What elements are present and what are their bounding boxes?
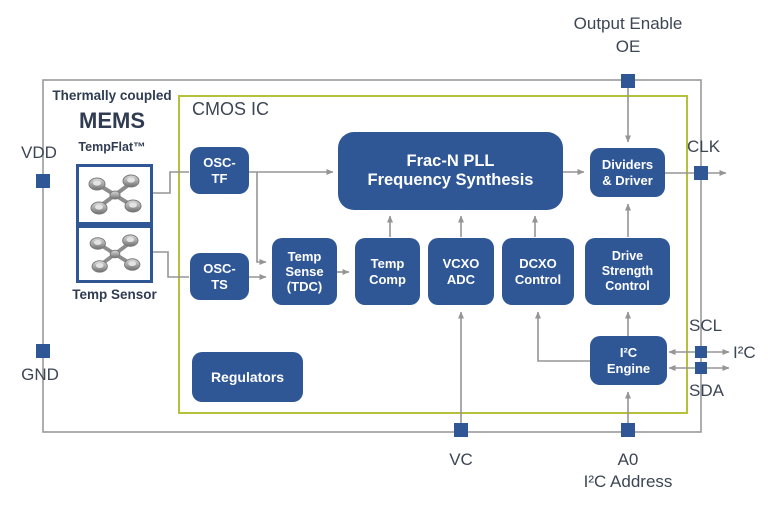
dividers-driver-block: Dividers & Driver — [590, 148, 665, 197]
vc-pin — [454, 423, 468, 437]
temp-sense-tdc-block: Temp Sense (TDC) — [272, 238, 337, 305]
tempflat-label: TempFlat™ — [78, 140, 146, 154]
mems-resonator-icon — [88, 174, 141, 214]
package-boundary — [42, 79, 702, 433]
thermally-coupled-label: Thermally coupled — [52, 88, 172, 103]
clk-label: CLK — [687, 137, 721, 156]
wire-osctf-to-tdc — [256, 172, 267, 265]
i2c-address-label: I²C Address — [583, 472, 673, 491]
a0-pin — [621, 423, 635, 437]
sda-pin — [695, 362, 707, 374]
gnd-label: GND — [21, 365, 59, 384]
vc-label: VC — [449, 450, 473, 469]
osc-tf-block: OSC- TF — [190, 147, 249, 194]
regulators-block: Regulators — [192, 352, 303, 402]
wire-mems-to-oscts — [153, 251, 189, 278]
temp-sensor-box — [76, 225, 153, 283]
dcxo-control-block: DCXO Control — [502, 238, 574, 305]
oe-label: OE — [615, 37, 641, 56]
a0-label: A0 — [617, 450, 639, 469]
wire-mems-to-osctf — [153, 171, 189, 194]
temp-sensor-resonator-icon — [89, 234, 140, 273]
vcxo-adc-block: VCXO ADC — [428, 238, 494, 305]
i2c-bus-label: I²C — [733, 343, 756, 362]
gnd-pin — [36, 344, 50, 358]
output-enable-label: Output Enable — [573, 14, 683, 33]
oe-pin — [621, 74, 635, 88]
osc-ts-block: OSC- TS — [190, 253, 249, 300]
temp-sensor-label: Temp Sensor — [72, 287, 157, 302]
mems-resonator-box — [76, 164, 153, 225]
temp-comp-block: Temp Comp — [355, 238, 420, 305]
cmos-ic-title: CMOS IC — [192, 99, 270, 119]
scl-label: SCL — [689, 316, 723, 335]
scl-pin — [695, 346, 707, 358]
drive-strength-control-block: Drive Strength Control — [585, 238, 670, 305]
vdd-pin — [36, 174, 50, 188]
i2c-engine-block: I²C Engine — [590, 336, 667, 385]
cmos-ic-boundary — [178, 95, 688, 414]
frac-n-pll-block: Frac-N PLL Frequency Synthesis — [338, 132, 563, 210]
wire-i2c-to-dcxo — [535, 311, 590, 362]
sda-label: SDA — [689, 381, 724, 400]
clk-pin — [694, 166, 708, 180]
vdd-label: VDD — [21, 143, 57, 162]
mems-title: MEMS — [79, 108, 145, 133]
